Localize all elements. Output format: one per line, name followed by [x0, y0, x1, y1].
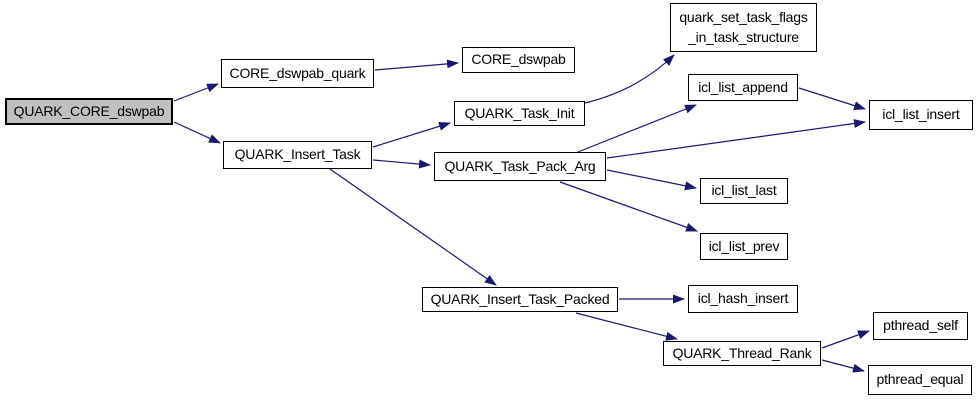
node-core-dswpab[interactable]: CORE_dswpab — [462, 47, 575, 73]
node-label: CORE_dswpab_quark — [229, 64, 366, 81]
node-quark-task-init[interactable]: QUARK_Task_Init — [454, 101, 585, 126]
node-label: icl_list_insert — [882, 106, 960, 123]
edge-core-dswpab-quark-to-core-dswpab — [374, 59, 459, 71]
node-label: QUARK_Insert_Task_Packed — [430, 290, 610, 307]
edge-quark-insert-task-packed-to-quark-thread-rank — [575, 312, 678, 341]
edge-quark-core-dswpab-to-quark-insert-task — [173, 121, 221, 144]
edge-quark-task-pack-arg-to-icl-list-prev — [559, 181, 698, 232]
node-quark-task-pack-arg[interactable]: QUARK_Task_Pack_Arg — [434, 152, 606, 181]
node-label: pthread_self — [883, 317, 958, 334]
node-label: icl_list_prev — [708, 237, 780, 254]
node-label: pthread_equal — [876, 371, 964, 388]
node-icl-hash-insert[interactable]: icl_hash_insert — [688, 285, 798, 313]
node-label: QUARK_Task_Init — [464, 104, 575, 121]
edge-quark-core-dswpab-to-core-dswpab-quark — [173, 83, 219, 102]
node-label: icl_hash_insert — [697, 290, 789, 307]
node-icl-list-append[interactable]: icl_list_append — [688, 74, 798, 101]
node-quark-set-task-flags-in-task-structure[interactable]: quark_set_task_flags _in_task_structure — [670, 3, 817, 52]
node-quark-insert-task-packed[interactable]: QUARK_Insert_Task_Packed — [422, 287, 618, 312]
node-label: QUARK_CORE_dswpab — [13, 102, 165, 119]
node-label: icl_list_append — [698, 78, 788, 95]
node-label: quark_set_task_flags _in_task_structure — [679, 8, 808, 45]
edge-quark-task-init-to-quark-set-task-flags-in-task-structure — [584, 54, 675, 104]
node-label: icl_list_last — [711, 182, 777, 199]
edge-quark-task-pack-arg-to-icl-list-append — [577, 104, 697, 153]
node-quark-insert-task[interactable]: QUARK_Insert_Task — [223, 141, 372, 169]
node-label: QUARK_Thread_Rank — [672, 344, 812, 361]
node-quark-core-dswpab: QUARK_CORE_dswpab — [5, 98, 173, 125]
node-icl-list-last[interactable]: icl_list_last — [700, 178, 788, 204]
node-label: QUARK_Insert_Task — [234, 146, 361, 163]
edge-quark-thread-rank-to-pthread-equal — [821, 359, 865, 373]
edge-quark-thread-rank-to-pthread-self — [821, 330, 870, 349]
edge-quark-insert-task-to-quark-task-init — [372, 121, 451, 148]
edge-icl-list-append-to-icl-list-insert — [798, 87, 866, 110]
edge-quark-insert-task-to-quark-insert-task-packed — [329, 168, 497, 286]
node-icl-list-prev[interactable]: icl_list_prev — [700, 233, 788, 260]
node-pthread-equal[interactable]: pthread_equal — [868, 365, 972, 395]
node-quark-thread-rank[interactable]: QUARK_Thread_Rank — [663, 341, 821, 366]
node-pthread-self[interactable]: pthread_self — [873, 312, 968, 340]
edge-quark-task-pack-arg-to-icl-list-last — [606, 169, 697, 191]
edge-quark-insert-task-to-quark-task-pack-arg — [372, 159, 431, 169]
node-core-dswpab-quark[interactable]: CORE_dswpab_quark — [221, 59, 374, 88]
node-icl-list-insert[interactable]: icl_list_insert — [869, 100, 973, 130]
node-label: CORE_dswpab — [471, 51, 566, 68]
edge-quark-task-pack-arg-to-icl-list-insert — [606, 119, 866, 159]
node-label: QUARK_Task_Pack_Arg — [444, 157, 596, 174]
